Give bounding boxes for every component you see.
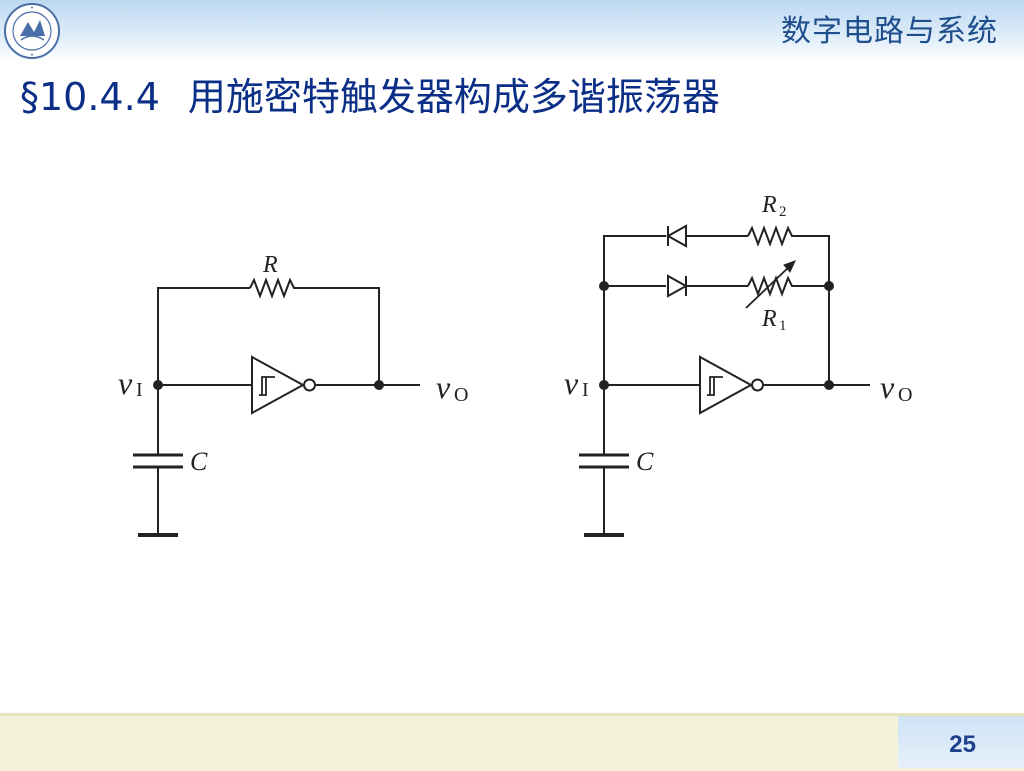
- junction-dot: [153, 380, 163, 390]
- circuit-a: [133, 277, 420, 537]
- page-number-box: [898, 716, 1024, 768]
- resistor-label: R: [262, 252, 278, 278]
- circuit-b: [579, 224, 870, 537]
- junction-dot: [599, 281, 609, 291]
- university-logo-icon: [4, 3, 60, 59]
- section-number: §10.4.4: [20, 75, 160, 119]
- input-label-sub: I: [582, 379, 589, 401]
- schmitt-inverter: [251, 355, 306, 415]
- left-rail: [603, 235, 666, 385]
- schmitt-oscillator-diagram: R v I v O C R 2 R 1 v I v O C: [118, 192, 912, 537]
- slide-title-text: 用施密特触发器构成多谐振荡器: [187, 75, 720, 119]
- resistor-r1: [747, 275, 796, 297]
- page-number: 25: [949, 731, 976, 758]
- input-label: v: [564, 365, 579, 401]
- right-rail: [796, 235, 830, 385]
- junction-dot: [374, 380, 384, 390]
- resistor1-label: R: [761, 306, 777, 332]
- resistor2-label-sub: 2: [779, 204, 787, 220]
- junction-dot: [824, 380, 834, 390]
- feedback-wire: [157, 287, 250, 385]
- junction-dots: [153, 281, 834, 390]
- hysteresis-icon: [259, 376, 275, 396]
- diode-top: [665, 224, 687, 248]
- capacitor-label: C: [636, 447, 654, 476]
- hysteresis-icon: [707, 376, 723, 396]
- resistor-r2: [747, 225, 796, 247]
- resistor1-label-sub: 1: [779, 318, 787, 334]
- resistor-r: [249, 277, 298, 299]
- course-title: 数字电路与系统: [781, 14, 998, 49]
- output-label-sub: O: [898, 384, 912, 406]
- header-band: [0, 0, 1024, 62]
- diode-bottom: [667, 274, 689, 298]
- junction-dot: [599, 380, 609, 390]
- input-label-sub: I: [136, 379, 143, 401]
- variable-arrow: [745, 263, 793, 309]
- output-label: v: [880, 369, 895, 405]
- inverter-bubble: [751, 378, 764, 392]
- feedback-wire-right: [298, 287, 380, 385]
- slide-title: §10.4.4 用施密特触发器构成多谐振荡器: [20, 66, 720, 121]
- inverter-bubble: [303, 378, 316, 392]
- resistor2-label: R: [761, 192, 777, 218]
- capacitor-label: C: [190, 447, 208, 476]
- schmitt-inverter: [699, 355, 754, 415]
- junction-dot: [824, 281, 834, 291]
- input-label: v: [118, 365, 133, 401]
- variable-arrow-head: [783, 260, 796, 273]
- footer-band: [0, 713, 1024, 771]
- output-label: v: [436, 369, 451, 405]
- output-label-sub: O: [454, 384, 468, 406]
